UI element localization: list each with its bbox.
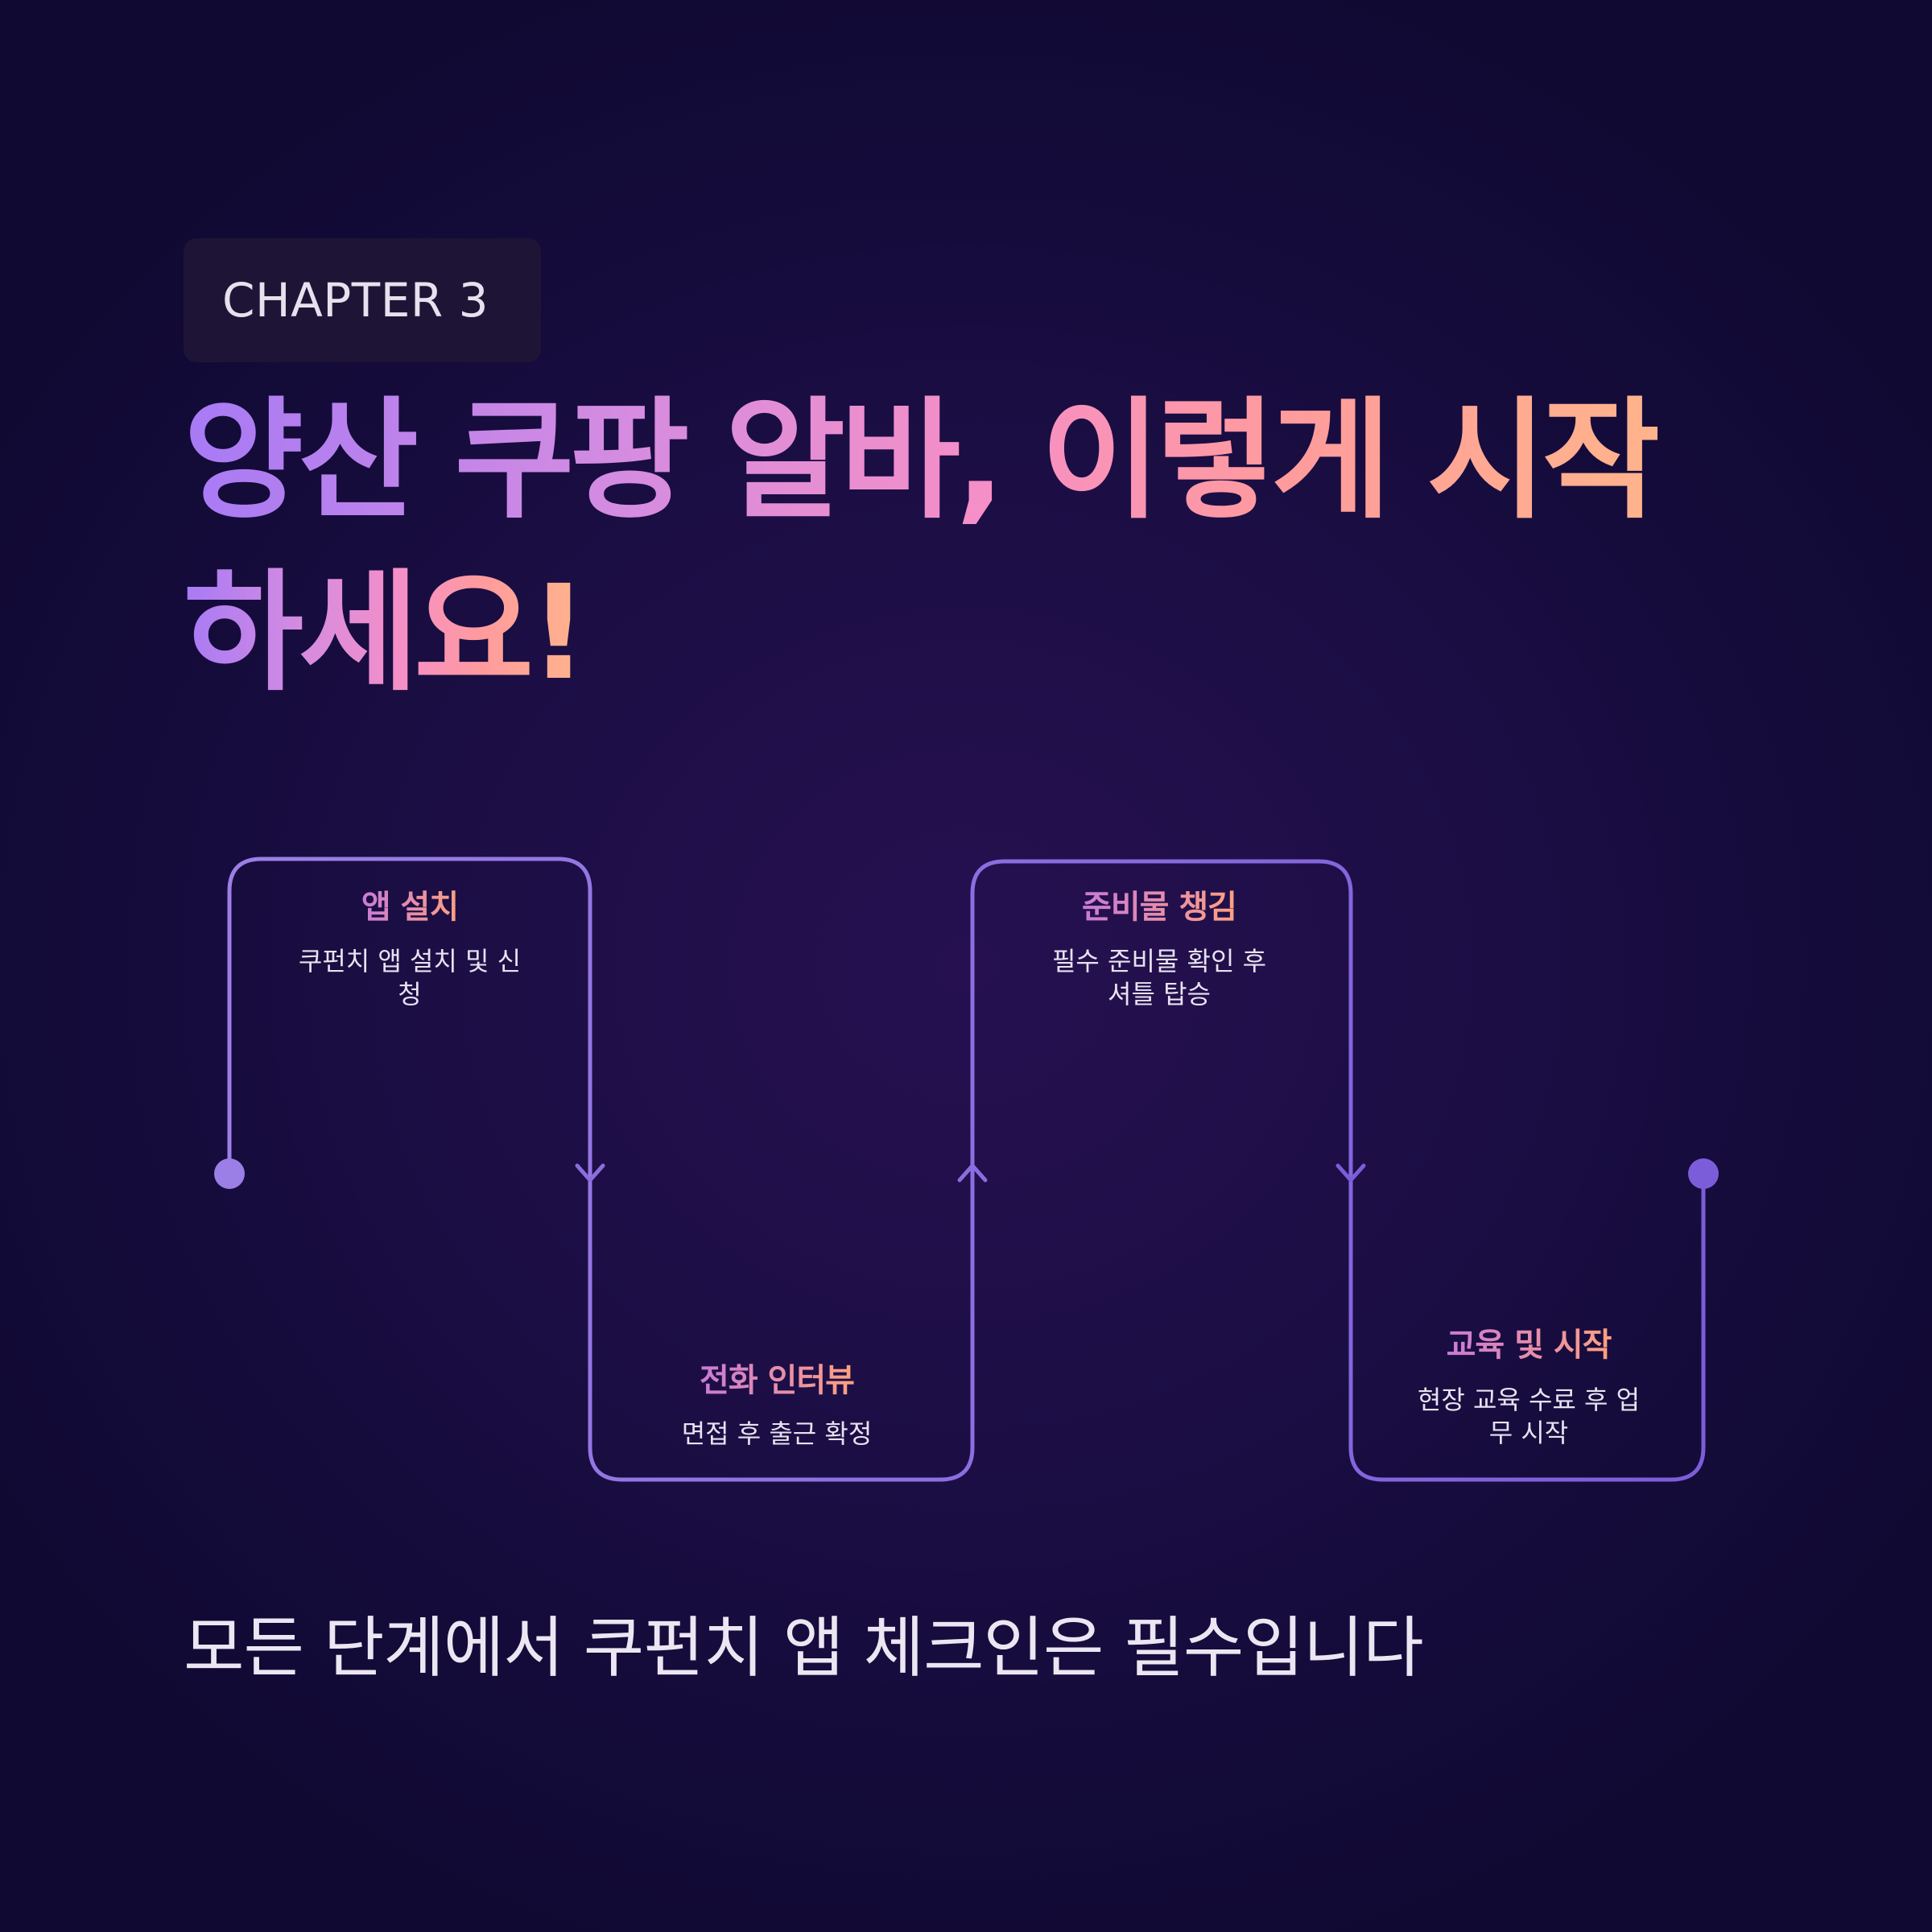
flow-end-dot [1688,1158,1719,1189]
flow-line [227,857,1706,1482]
arrow-up-icon [957,1163,988,1183]
step-phone-interview: 전화 인터뷰 면접 후 출근 확정 [682,1362,873,1449]
arrow-down-icon [575,1163,605,1183]
step-desc-line-1: 면접 후 출근 확정 [682,1418,873,1449]
flow-start-dot [214,1158,245,1189]
step-training-start: 교육 및 시작 현장 교육 수료 후 업 무 시작 [1418,1327,1640,1448]
step-title: 앱 설치 [361,889,458,926]
step-title: 준비물 챙김 [1082,889,1236,926]
step-desc-line-2: 청 [398,979,421,1009]
step-desc-line-1: 필수 준비물 확인 후 [1052,946,1266,976]
step-prepare-items: 준비물 챙김 필수 준비물 확인 후 셔틀 탑승 [1052,889,1266,1009]
step-title: 전화 인터뷰 [700,1362,854,1399]
chapter-badge: CHAPTER 3 [184,238,541,362]
title-line-2: 하세요! [184,558,588,709]
step-desc-line-2: 무 시작 [1489,1418,1569,1448]
step-desc-line-1: 현장 교육 수료 후 업 [1418,1385,1640,1415]
chapter-label: CHAPTER 3 [222,273,489,328]
arrow-down-icon [1335,1163,1366,1183]
step-title: 교육 및 시작 [1447,1327,1612,1364]
step-desc-line-1: 쿠펀치 앱 설치 및 신 [299,946,521,976]
title-line-1: 양산 쿠팡 알바, 이렇게 시작 [184,386,1662,537]
page-title: 양산 쿠팡 알바, 이렇게 시작 하세요! [184,375,1794,720]
step-desc-line-2: 셔틀 탑승 [1108,979,1211,1009]
step-app-install: 앱 설치 쿠펀치 앱 설치 및 신 청 [299,889,521,1009]
footer-note: 모든 단계에서 쿠펀치 앱 체크인은 필수입니다 [184,1610,1424,1686]
